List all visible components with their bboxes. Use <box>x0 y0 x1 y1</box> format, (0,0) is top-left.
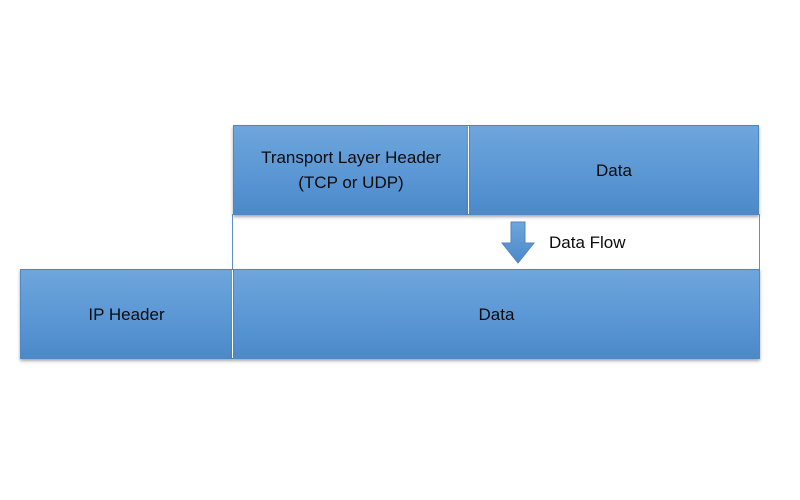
transport-data-label: Data <box>596 160 632 180</box>
data-flow-label: Data Flow <box>549 233 626 252</box>
ip-header-label: IP Header <box>88 304 165 324</box>
transport-data-block: Data <box>469 125 759 215</box>
ip-header-block: IP Header <box>20 269 233 359</box>
ip-divider <box>232 270 233 358</box>
transport-header-block: Transport Layer Header (TCP or UDP) <box>233 125 469 215</box>
transport-header-label: Transport Layer Header (TCP or UDP) <box>261 148 441 192</box>
encapsulation-frame <box>232 214 760 270</box>
ip-data-block: Data <box>233 269 760 359</box>
down-arrow-icon <box>501 221 535 264</box>
transport-divider <box>468 126 469 214</box>
ip-data-label: Data <box>478 304 515 324</box>
